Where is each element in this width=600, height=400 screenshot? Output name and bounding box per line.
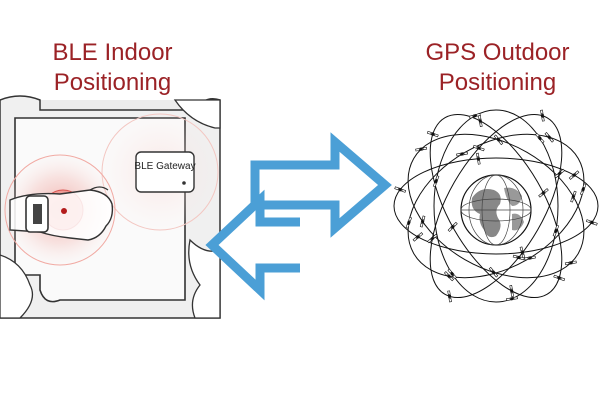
ble-title-line-1: BLE Indoor [52, 39, 173, 66]
gps-title-line-1: GPS Outdoor [425, 39, 570, 66]
satellite-icon [432, 175, 440, 188]
satellite-icon [419, 215, 426, 228]
wall-blob-left [0, 254, 34, 319]
gps-title-line-2: Positioning [438, 69, 557, 96]
satellite-icon [456, 151, 469, 157]
ble-title-line-2: Positioning [53, 69, 172, 96]
satellite-icon [564, 260, 577, 266]
satellite-icon [554, 168, 565, 179]
satellite-icon [472, 144, 485, 152]
satellite-icon [468, 113, 481, 119]
satellite-icon [426, 130, 439, 138]
arrow-left [205, 189, 300, 301]
ble-gateway-icon: BLE Gateway [134, 151, 196, 193]
satellite-icon [544, 132, 555, 143]
satellite-icon [447, 268, 457, 280]
satellite-icon [506, 296, 518, 301]
satellite-icon [585, 219, 598, 226]
satellite-icon [512, 254, 525, 261]
smartwatch-wrist-icon [9, 186, 114, 241]
earth-globe-icon [460, 174, 532, 246]
satellite-icon [538, 188, 549, 198]
satellite-icon [478, 115, 483, 127]
satellite-icon [570, 190, 577, 203]
orbit-1 [393, 157, 599, 255]
orbit-2 [429, 113, 563, 299]
satellite-icon [552, 224, 560, 237]
satellite-icon [447, 290, 452, 303]
satellite-icon [412, 232, 424, 242]
satellite-icon [535, 132, 545, 144]
satellite-icon [568, 170, 580, 180]
satellite-icon [405, 216, 413, 229]
satellite-icon [427, 233, 438, 244]
bidirectional-arrow-icon [205, 132, 392, 301]
satellite-icon [523, 255, 536, 261]
satellites-group [394, 109, 598, 303]
ble-indoor-title: BLE Indoor Positioning [40, 38, 185, 98]
satellite-icon [415, 146, 428, 152]
satellite-icon [509, 285, 514, 297]
ble-indoor-scene: BLE Gateway [0, 95, 221, 319]
satellite-icon [579, 183, 587, 196]
satellite-icon [476, 152, 481, 165]
satellite-icon [540, 109, 545, 122]
satellite-icon [553, 274, 566, 282]
gps-constellation [393, 109, 599, 303]
satellite-icon [447, 221, 458, 232]
satellite-icon [488, 266, 499, 278]
arrow-right [250, 132, 392, 238]
gateway-label: BLE Gateway [134, 161, 195, 172]
orbit-6 [433, 109, 559, 303]
gps-outdoor-title: GPS Outdoor Positioning [410, 38, 585, 98]
satellite-icon [394, 186, 407, 193]
satellite-icon [493, 134, 504, 146]
wall-blob-top [173, 99, 221, 129]
wall-blob-right [188, 238, 221, 319]
orbit-3 [429, 113, 563, 299]
orbit-4 [407, 133, 585, 279]
